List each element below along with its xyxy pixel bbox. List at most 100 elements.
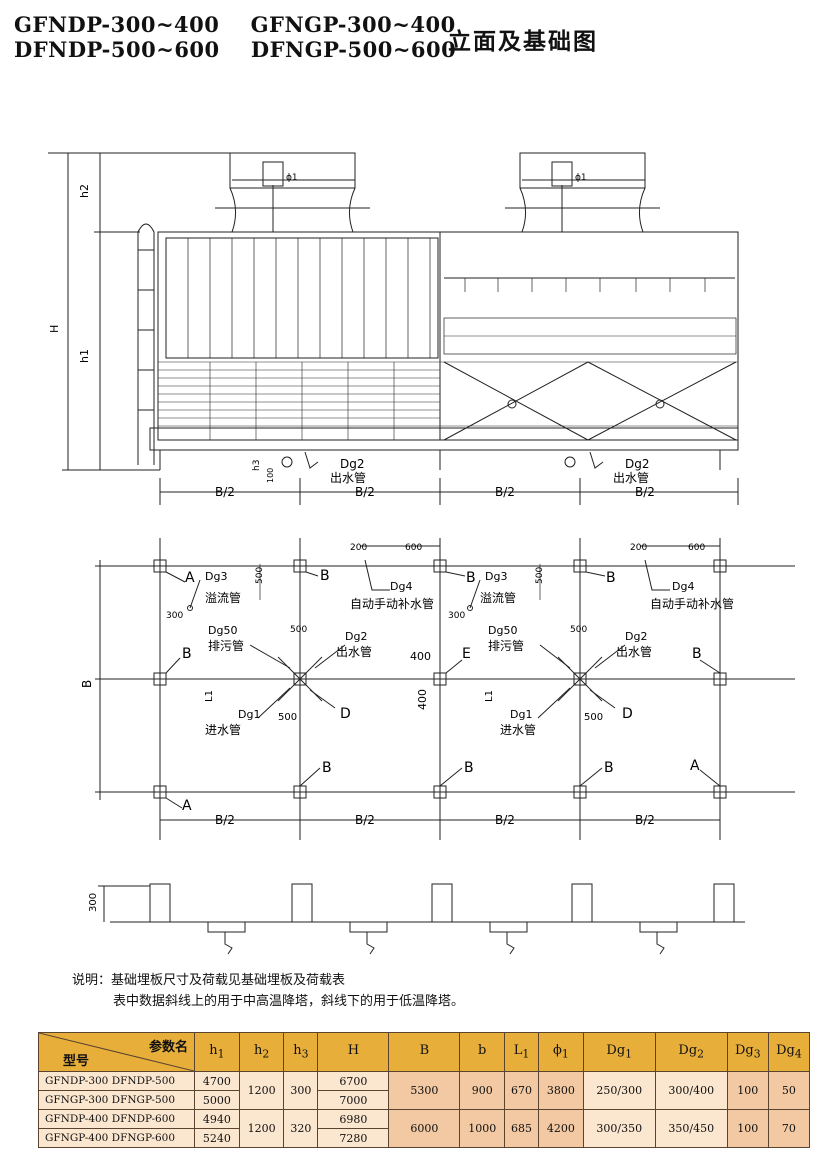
fan-stack-right bbox=[505, 152, 660, 233]
table-row: GFNGP-300 DFNGP-500 5000 7000 bbox=[38, 1090, 810, 1110]
pier-A-2: A bbox=[690, 758, 700, 774]
dg4-cell: 70 bbox=[767, 1109, 811, 1148]
pier-B-8: B bbox=[604, 760, 614, 776]
H-cell: 6700 bbox=[317, 1071, 390, 1091]
model-cell: GFNDP-400 DFNDP-600 bbox=[38, 1109, 195, 1129]
pier-E: E bbox=[462, 646, 471, 662]
label-b-half-1: B/2 bbox=[215, 485, 235, 499]
dim-200-1: 200 bbox=[350, 543, 367, 553]
label-phi1-left: ϕ1 bbox=[286, 173, 298, 183]
pier-B-4: B bbox=[182, 646, 192, 662]
pier-B-2: B bbox=[466, 570, 476, 586]
spec-header-row: 参数名 型号 h1 h2 h3 H B b L1 ϕ1 Dg1 Dg2 Dg3 … bbox=[38, 1032, 811, 1072]
elevation-view: h2 H h1 h3 100 ϕ1 ϕ1 Dg2 出水管 Dg2 出水管 B/2… bbox=[48, 152, 739, 505]
h1-cell: 5000 bbox=[194, 1090, 240, 1110]
dg1-cell: 300/350 bbox=[582, 1109, 656, 1148]
model-cell: GFNDP-300 DFNDP-500 bbox=[38, 1071, 195, 1091]
dg2-cell: 300/400 bbox=[654, 1071, 728, 1110]
header-h1: h1 bbox=[194, 1032, 240, 1072]
note-line-1: 说明：基础埋板尺寸及荷载见基础埋板及荷载表 bbox=[72, 973, 346, 988]
fan-stack-left bbox=[215, 152, 370, 233]
label-b-half-3: B/2 bbox=[495, 485, 515, 499]
header-b: b bbox=[459, 1032, 506, 1072]
dim-300-b: 300 bbox=[448, 611, 465, 621]
dim-300-a: 300 bbox=[166, 611, 183, 621]
dg3-cell: 100 bbox=[726, 1071, 769, 1110]
plan-b-half-3: B/2 bbox=[495, 813, 515, 827]
foundation-plan: B A B B B B E B D D B B B A A 200 600 20… bbox=[80, 538, 795, 840]
label-H: H bbox=[48, 325, 61, 333]
header-h3: h3 bbox=[283, 1032, 319, 1072]
foundation-section: 300 bbox=[88, 883, 745, 955]
h1-cell: 4700 bbox=[194, 1071, 240, 1091]
pipe-dg4-a: Dg4 bbox=[390, 580, 412, 593]
dim-500-c: 500 bbox=[290, 625, 307, 635]
header-dg4: Dg4 bbox=[767, 1032, 811, 1072]
dim-L1-a: L1 bbox=[204, 690, 215, 702]
pipe-drain-a: 排污管 bbox=[208, 638, 244, 653]
H-cell: 7280 bbox=[317, 1128, 390, 1148]
pipe-dg2-b: Dg2 bbox=[625, 630, 647, 643]
dim-500-a: 500 bbox=[255, 567, 265, 584]
pipe-dg50-a: Dg50 bbox=[208, 624, 237, 637]
plan-b-half-2: B/2 bbox=[355, 813, 375, 827]
pier-A-1: A bbox=[185, 570, 195, 586]
b-cell: 900 bbox=[459, 1071, 506, 1110]
h2-cell: 1200 bbox=[238, 1109, 285, 1148]
pipe-dg2-a: Dg2 bbox=[345, 630, 367, 643]
table-row: GFNGP-400 DFNGP-600 5240 7280 bbox=[38, 1128, 810, 1148]
pier-D-1: D bbox=[340, 706, 351, 722]
plan-b-half-1: B/2 bbox=[215, 813, 235, 827]
phi1-cell: 3800 bbox=[538, 1071, 584, 1110]
pipe-dg1-a: Dg1 bbox=[238, 708, 260, 721]
header-corner: 参数名 型号 bbox=[38, 1032, 195, 1072]
pipe-inlet-b: 进水管 bbox=[500, 722, 536, 737]
label-outlet-right: 出水管 bbox=[613, 470, 649, 485]
B-cell: 6000 bbox=[388, 1109, 461, 1148]
pier-D-2: D bbox=[622, 706, 633, 722]
label-b-half-4: B/2 bbox=[635, 485, 655, 499]
dg3-cell: 100 bbox=[726, 1109, 769, 1148]
label-h3: h3 bbox=[252, 460, 262, 471]
dim-600-1: 600 bbox=[405, 543, 422, 553]
B-cell: 5300 bbox=[388, 1071, 461, 1110]
L1-cell: 685 bbox=[504, 1109, 539, 1148]
header-h2: h2 bbox=[238, 1032, 285, 1072]
L1-cell: 670 bbox=[504, 1071, 539, 1110]
dim-600-2: 600 bbox=[688, 543, 705, 553]
dg1-cell: 250/300 bbox=[582, 1071, 656, 1110]
dg2-cell: 350/450 bbox=[654, 1109, 728, 1148]
dim-L1-b: L1 bbox=[484, 690, 495, 702]
ladder bbox=[137, 223, 155, 465]
pipe-dg4-b: Dg4 bbox=[672, 580, 694, 593]
title-line-1: GFNDP-300~400 GFNGP-300~400 bbox=[14, 12, 456, 37]
dim-500-b: 500 bbox=[535, 567, 545, 584]
h2-cell: 1200 bbox=[238, 1071, 285, 1110]
plan-b-half-4: B/2 bbox=[635, 813, 655, 827]
h3-cell: 300 bbox=[283, 1071, 319, 1110]
b-cell: 1000 bbox=[459, 1109, 506, 1148]
pipe-drain-b: 排污管 bbox=[488, 638, 524, 653]
label-h1: h1 bbox=[78, 349, 91, 363]
pipe-dg50-b: Dg50 bbox=[488, 624, 517, 637]
dim-500-f: 500 bbox=[584, 712, 603, 723]
h1-cell: 5240 bbox=[194, 1128, 240, 1148]
corner-model: 型号 bbox=[63, 1054, 90, 1069]
header-dg1: Dg1 bbox=[582, 1032, 656, 1072]
header-dg3: Dg3 bbox=[726, 1032, 769, 1072]
pier-B-7: B bbox=[464, 760, 474, 776]
model-cell: GFNGP-400 DFNGP-600 bbox=[38, 1128, 195, 1148]
dim-400-b: 400 bbox=[416, 689, 429, 710]
label-B-plan: B bbox=[80, 680, 94, 688]
pier-B-5: B bbox=[692, 646, 702, 662]
pipe-overflow-a: 溢流管 bbox=[205, 590, 241, 605]
table-row: GFNDP-300 DFNDP-500 4700 1200 300 6700 5… bbox=[38, 1071, 811, 1110]
header-phi1: ϕ1 bbox=[538, 1032, 584, 1072]
header-B: B bbox=[388, 1032, 461, 1072]
dim-400-a: 400 bbox=[410, 650, 431, 663]
label-dg2-right: Dg2 bbox=[625, 457, 650, 471]
phi1-cell: 4200 bbox=[538, 1109, 584, 1148]
pipe-inlet-a: 进水管 bbox=[205, 722, 241, 737]
dim-200-2: 200 bbox=[630, 543, 647, 553]
pier-B-1: B bbox=[320, 568, 330, 584]
